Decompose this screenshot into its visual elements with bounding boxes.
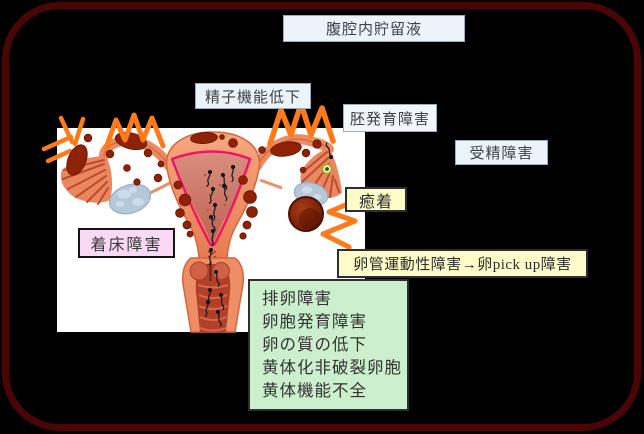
list-item: 卵の質の低下	[262, 335, 367, 354]
uterine-cavity-outline	[170, 150, 252, 247]
label-fertilization-disorder: 受精障害	[455, 140, 548, 165]
spark-icon-mid-crown	[103, 112, 166, 151]
label-peritoneal-fluid: 腹腔内貯留液	[283, 15, 465, 42]
endometriosis-lesions	[66, 131, 322, 240]
vagina	[181, 257, 245, 333]
spark-icon-cyst-zigzag	[320, 196, 362, 250]
ovarian-cyst	[288, 196, 324, 232]
label-tubal-motility-disorder: 卵管運動性障害→卵pick up障害	[337, 249, 588, 278]
list-item: 卵胞発育障害	[262, 312, 367, 331]
label-sperm-dysfunction: 精子機能低下	[195, 83, 311, 109]
spark-icon-left-burst	[41, 115, 86, 164]
list-item: 黄体化非破裂卵胞	[262, 358, 402, 377]
label-implantation-disorder: 着床障害	[78, 228, 175, 258]
egg-icon	[321, 163, 333, 175]
label-embryo-development-disorder: 胚発育障害	[343, 104, 437, 132]
list-item: 排卵障害	[262, 289, 332, 308]
label-ovarian-disorders-list: 排卵障害 卵胞発育障害 卵の質の低下 黄体化非破裂卵胞 黄体機能不全	[248, 279, 409, 411]
label-adhesion: 癒着	[345, 187, 407, 212]
ovarian-ligament-right	[259, 178, 283, 190]
ovary-left	[108, 183, 152, 215]
list-item: 黄体機能不全	[262, 381, 367, 400]
